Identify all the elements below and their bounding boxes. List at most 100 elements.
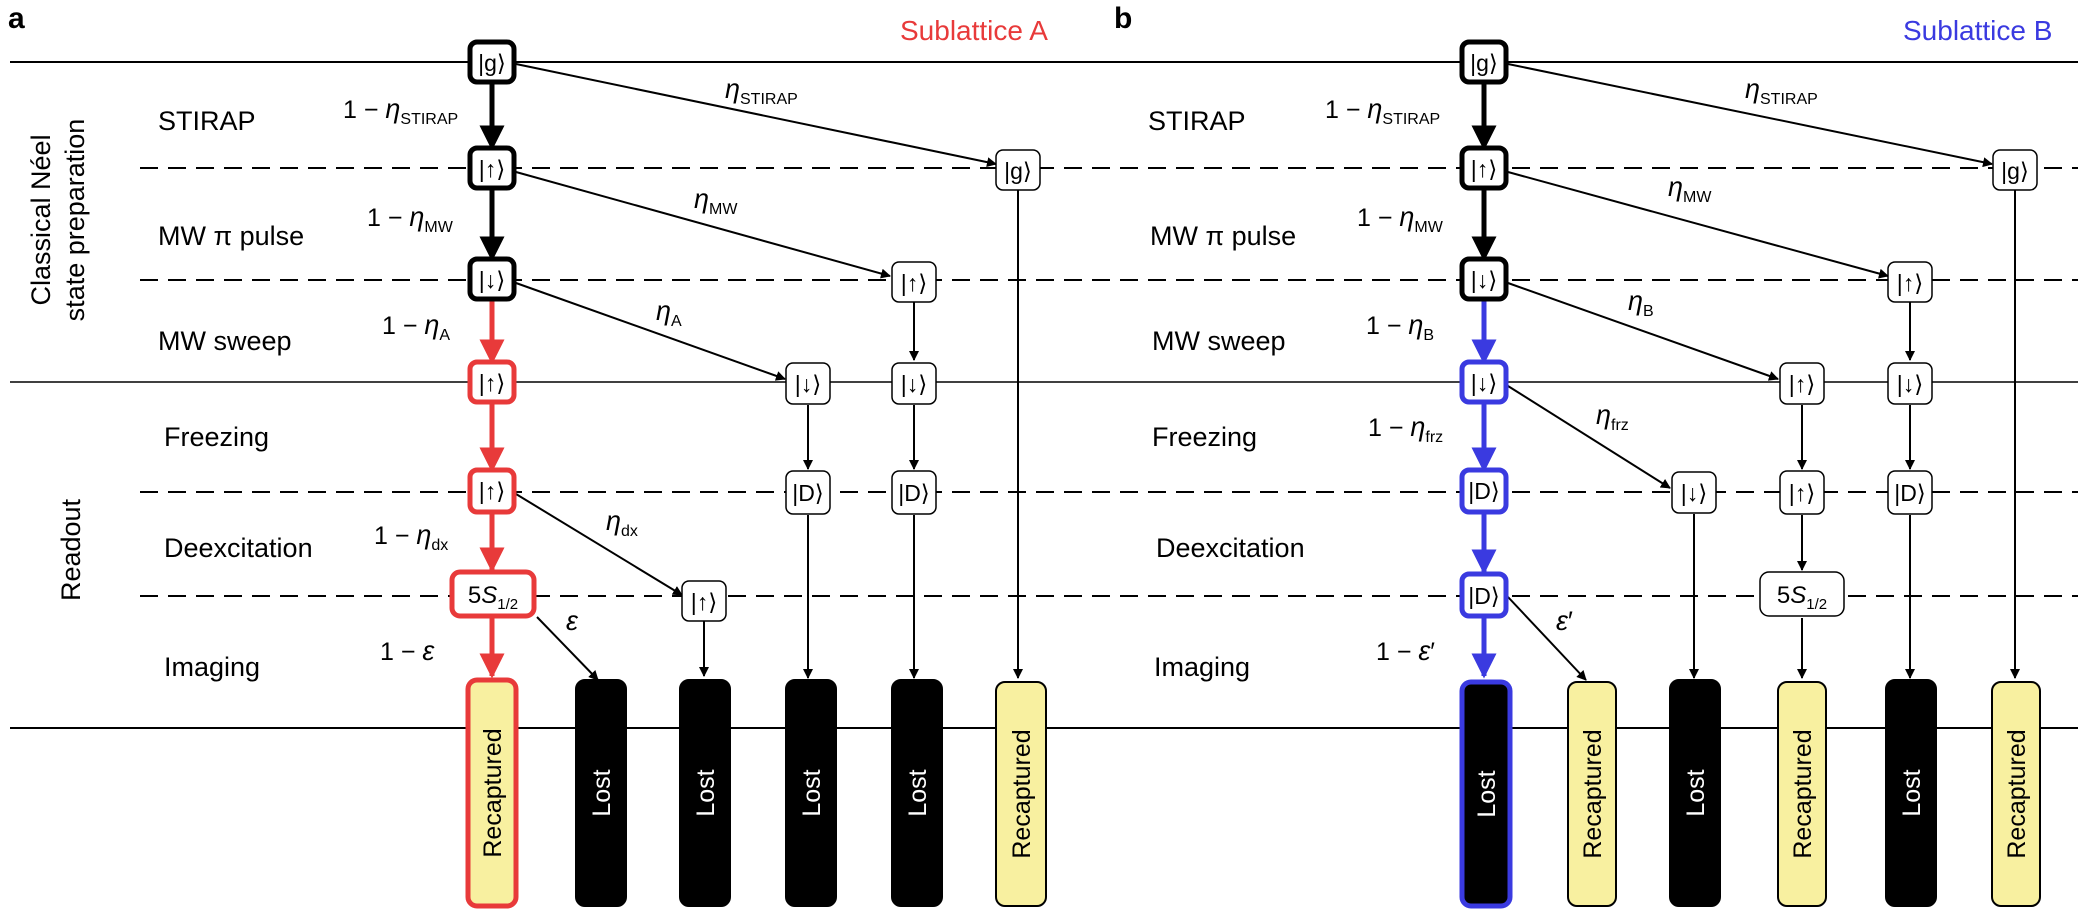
state-a-g-top bbox=[467, 39, 517, 85]
step-mw-pi-b: MW π pulse bbox=[1150, 221, 1296, 251]
prob-a-stirap-branch: ηSTIRAP bbox=[725, 74, 798, 108]
state-a-up-mw-label: |↑⟩ bbox=[901, 270, 927, 296]
step-mw-sweep-a: MW sweep bbox=[158, 326, 292, 356]
state-b-d-mw-label: |D⟩ bbox=[1894, 480, 1926, 506]
outcome-a-4-label: Lost bbox=[798, 769, 826, 816]
outcome-b-3-label: Lost bbox=[1682, 769, 1710, 816]
state-b-up-b2-label: |↑⟩ bbox=[1789, 480, 1815, 506]
state-b-up-mw bbox=[1887, 261, 1933, 303]
arrow-b-branch-stirap bbox=[1507, 63, 1993, 168]
state-a-down-a bbox=[785, 362, 831, 405]
outcome-a-1 bbox=[465, 677, 519, 909]
state-a-up-dx bbox=[681, 580, 727, 622]
outcome-b-2 bbox=[1567, 681, 1617, 907]
outcome-b-6 bbox=[1991, 681, 2041, 907]
arrow-a-branch-eps bbox=[536, 616, 599, 681]
outcome-a-5 bbox=[891, 679, 943, 907]
step-stirap-a: STIRAP bbox=[158, 106, 256, 136]
state-b-up-b bbox=[1779, 362, 1825, 405]
state-b-g-top-label: |g⟩ bbox=[1470, 50, 1498, 76]
state-a-up-red1 bbox=[467, 359, 517, 405]
step-freezing-b: Freezing bbox=[1152, 422, 1257, 452]
state-a-g-branch bbox=[995, 149, 1041, 191]
state-a-d-a bbox=[785, 470, 831, 515]
state-a-g-top-label: |g⟩ bbox=[478, 50, 506, 76]
arrow-b-branch-frz bbox=[1507, 385, 1671, 489]
outcome-a-5-label: Lost bbox=[904, 769, 932, 816]
outcome-a-3 bbox=[679, 679, 731, 907]
outcome-a-2 bbox=[575, 679, 627, 907]
state-b-d-blue2 bbox=[1459, 571, 1509, 619]
step-stirap-b: STIRAP bbox=[1148, 106, 1246, 136]
state-b-d-mw bbox=[1887, 470, 1933, 515]
prob-a-dx-main: 1 − ηdx bbox=[374, 520, 448, 554]
state-b-down-blue-label: |↓⟩ bbox=[1471, 370, 1497, 396]
prob-b-img-main: 1 − ε′ bbox=[1376, 636, 1435, 666]
outcome-a-2-label: Lost bbox=[588, 769, 616, 816]
outcome-a-4 bbox=[785, 679, 837, 907]
readout-label: Readout bbox=[56, 498, 86, 601]
state-b-down1-label: |↓⟩ bbox=[1471, 267, 1497, 293]
outcomes-b: Lost Recaptured Lost Recaptured Lost Rec… bbox=[1459, 679, 2041, 909]
state-b-up-mw-label: |↑⟩ bbox=[1897, 270, 1923, 296]
state-a-g-branch-label: |g⟩ bbox=[1004, 158, 1032, 184]
state-a-down-mw-label: |↓⟩ bbox=[901, 371, 927, 397]
prob-b-stirap-branch: ηSTIRAP bbox=[1745, 74, 1818, 108]
state-b-d-blue1 bbox=[1459, 467, 1509, 515]
state-b-d-blue2-label: |D⟩ bbox=[1468, 583, 1500, 609]
state-b-down-frz-label: |↓⟩ bbox=[1681, 480, 1707, 506]
prob-a-stirap-main: 1 − ηSTIRAP bbox=[343, 94, 458, 128]
panel-a: a Sublattice A STIRAP MW π pulse MW swee… bbox=[8, 2, 1048, 909]
prob-b-frz-main: 1 − ηfrz bbox=[1368, 412, 1443, 446]
prob-b-mw-branch: ηMW bbox=[1668, 172, 1712, 206]
state-a-up1 bbox=[467, 145, 517, 191]
outcome-b-5-label: Lost bbox=[1898, 769, 1926, 816]
arrow-b-branch-sweep bbox=[1507, 282, 1779, 381]
state-b-5s bbox=[1759, 571, 1845, 617]
state-b-down-mw bbox=[1887, 362, 1933, 405]
outcome-b-6-label: Recaptured bbox=[2003, 729, 2031, 858]
state-a-d-mw-label: |D⟩ bbox=[898, 480, 930, 506]
step-mw-sweep-b: MW sweep bbox=[1152, 326, 1286, 356]
step-imaging-a: Imaging bbox=[164, 652, 260, 682]
state-a-up-mw bbox=[891, 261, 937, 303]
prob-b-mw-main: 1 − ηMW bbox=[1357, 202, 1444, 236]
prep-label-line2: state preparation bbox=[60, 119, 90, 322]
state-a-5s bbox=[449, 569, 537, 619]
prob-b-sweep-main: 1 − ηB bbox=[1366, 310, 1434, 344]
prob-a-mw-branch: ηMW bbox=[694, 184, 738, 218]
panel-b-label: b bbox=[1114, 2, 1132, 35]
state-a-d-a-label: |D⟩ bbox=[792, 480, 824, 506]
outcome-b-5 bbox=[1885, 679, 1937, 907]
arrow-a-branch-stirap bbox=[515, 63, 997, 168]
state-a-d-mw bbox=[891, 470, 937, 515]
state-b-down-frz bbox=[1671, 471, 1717, 514]
state-b-down-blue bbox=[1459, 359, 1509, 405]
horizontal-lines bbox=[10, 61, 2078, 729]
panel-b: b Sublattice B STIRAP MW π pulse MW swee… bbox=[1114, 2, 2052, 909]
state-a-up-red1-label: |↑⟩ bbox=[479, 370, 505, 396]
prep-label-line1: Classical Néel bbox=[26, 134, 56, 305]
arrow-b-branch-eps bbox=[1507, 596, 1587, 681]
state-b-g-branch bbox=[1992, 149, 2038, 191]
outcome-b-1-label: Lost bbox=[1473, 770, 1501, 817]
state-b-down1 bbox=[1459, 256, 1509, 302]
state-a-up-red2 bbox=[467, 467, 517, 515]
outcome-b-1 bbox=[1459, 679, 1513, 909]
state-b-up1 bbox=[1459, 145, 1509, 191]
step-deexcitation-b: Deexcitation bbox=[1156, 533, 1305, 563]
state-b-up-b2 bbox=[1779, 470, 1825, 515]
prob-a-img-main: 1 − ε bbox=[380, 636, 435, 666]
state-b-up-b-label: |↑⟩ bbox=[1789, 371, 1815, 397]
prob-a-dx-branch: ηdx bbox=[606, 506, 638, 540]
state-a-up-red2-label: |↑⟩ bbox=[479, 478, 505, 504]
step-freezing-a: Freezing bbox=[164, 422, 269, 452]
arrow-a-branch-sweep bbox=[515, 282, 786, 381]
outcome-b-4-label: Recaptured bbox=[1789, 729, 1817, 858]
prob-a-mw-main: 1 − ηMW bbox=[367, 202, 454, 236]
outcome-b-2-label: Recaptured bbox=[1579, 729, 1607, 858]
prob-b-sweep-branch: ηB bbox=[1628, 286, 1654, 320]
prob-a-img-branch: ε bbox=[566, 606, 579, 636]
